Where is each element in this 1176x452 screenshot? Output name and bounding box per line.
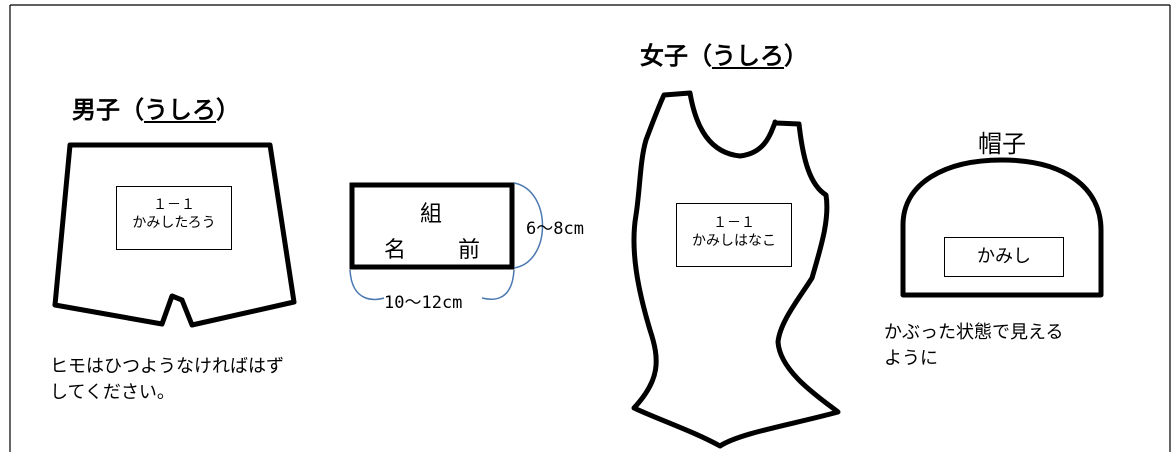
height-brace xyxy=(513,182,544,269)
boys-title: 男子（うしろ） xyxy=(72,96,240,124)
width-brace-right xyxy=(481,269,515,300)
girls-label-name: かみしはなこ xyxy=(692,233,776,249)
tag-width-label: 10～12cm xyxy=(384,293,463,313)
boys-name-label: １－１ かみしたろう xyxy=(116,186,232,250)
tag-class-text: 組 xyxy=(420,202,443,227)
width-brace-left xyxy=(349,269,385,301)
boys-label-name: かみしたろう xyxy=(132,215,216,231)
girls-title: 女子（うしろ） xyxy=(640,42,808,70)
girls-name-label: １－１ かみしはなこ xyxy=(676,203,792,267)
boys-note: ヒモはひつようなければはずしてください。 xyxy=(50,356,284,403)
tag-name-left: 名 xyxy=(384,238,407,263)
hat-name-label: かみし xyxy=(944,237,1064,277)
girls-label-class: １－１ xyxy=(713,215,755,231)
tag-name-right: 前 xyxy=(458,238,481,263)
hat-note: かぶった状態で見えるように xyxy=(884,322,1064,369)
boys-label-class: １－１ xyxy=(153,197,195,213)
hat-title: 帽子 xyxy=(978,130,1026,158)
tag-height-label: 6～8cm xyxy=(526,219,584,239)
